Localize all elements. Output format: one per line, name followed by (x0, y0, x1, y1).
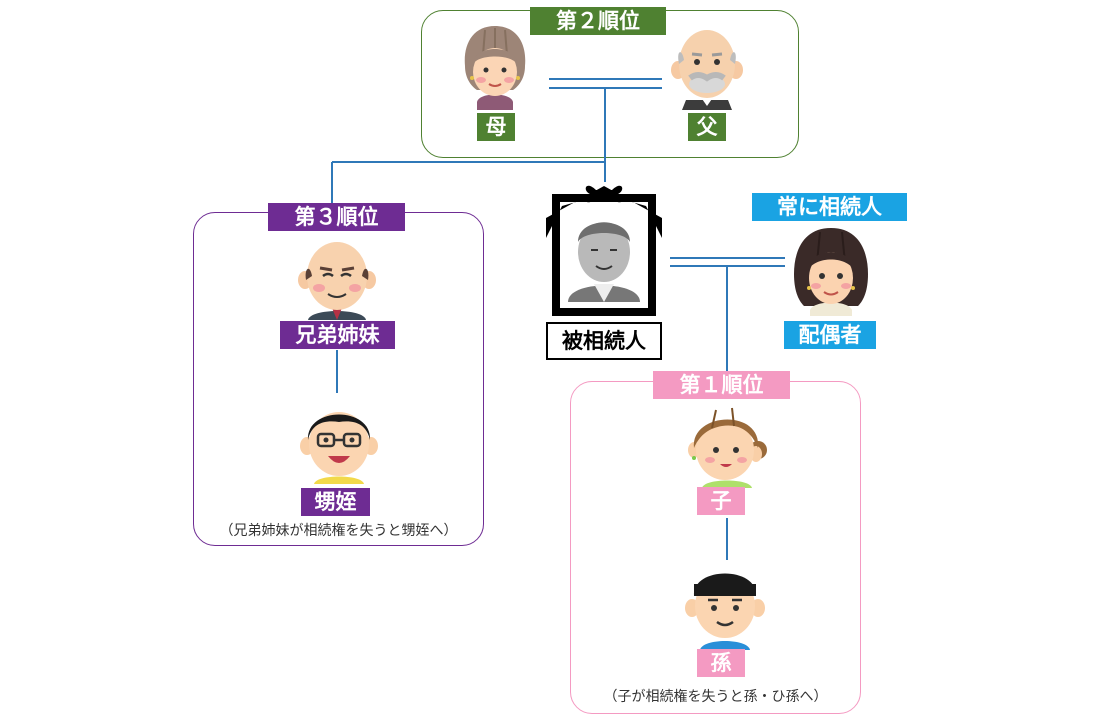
young-man-glasses-icon (300, 412, 378, 484)
third-rank-note: （兄弟姉妹が相続権を失うと甥姪へ） (219, 523, 458, 539)
decedent-label: 被相続人 (546, 322, 662, 360)
grandmother-icon (464, 26, 526, 110)
nephews-label: 甥姪 (301, 488, 370, 516)
first-rank-note: （子が相続権を失うと孫・ひ孫へ） (603, 689, 828, 705)
woman-icon (688, 407, 767, 488)
second-rank-title: 第２順位 (530, 7, 666, 35)
spouse-always-heir-title: 常に相続人 (752, 193, 907, 221)
first-rank-title: 第１順位 (653, 371, 790, 399)
father-label: 父 (688, 113, 726, 141)
child-label: 子 (697, 487, 745, 515)
bald-man-icon (298, 242, 376, 320)
siblings-label: 兄弟姉妹 (280, 321, 395, 349)
woman-icon (794, 228, 868, 316)
grandchild-label: 孫 (697, 649, 745, 677)
third-rank-title: 第３順位 (268, 203, 405, 231)
mother-label: 母 (477, 113, 515, 141)
boy-icon (685, 573, 765, 650)
memorial-portrait-icon (546, 185, 662, 316)
spouse-label: 配偶者 (784, 321, 876, 349)
grandfather-icon (671, 30, 743, 110)
